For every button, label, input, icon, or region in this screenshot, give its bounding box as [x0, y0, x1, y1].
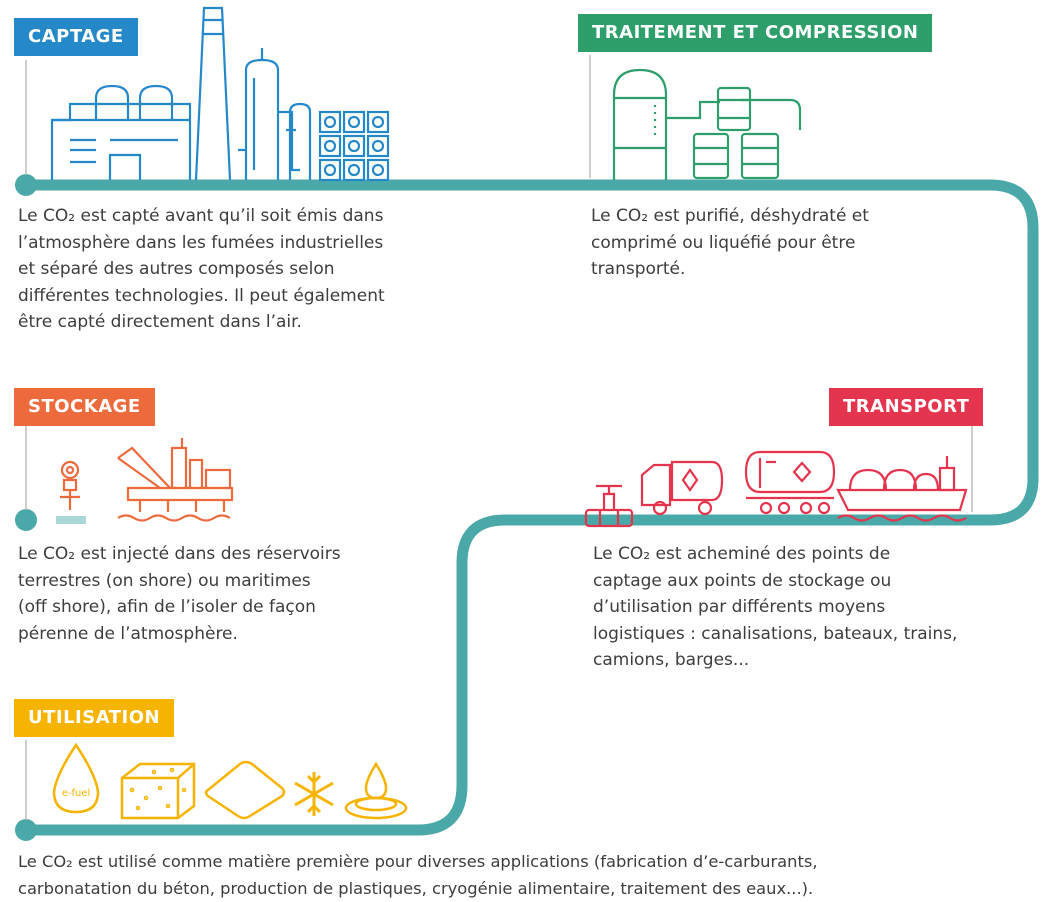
text-captage: Le CO₂ est capté avant qu’il soit émis d…: [18, 203, 385, 336]
utilisation-line: carbonatation du béton, production de pl…: [18, 876, 818, 902]
tag-utilisation: UTILISATION: [14, 699, 174, 737]
traitement-line: Le CO₂ est purifié, déshydraté et: [591, 203, 869, 230]
captage-line: être capté directement dans l’air.: [18, 309, 385, 336]
compression-plant-icon: [614, 70, 800, 180]
transport-line: d’utilisation par différents moyens: [593, 594, 957, 621]
tag-traitement: TRAITEMENT ET COMPRESSION: [578, 14, 932, 52]
transport-line: logistiques : canalisations, bateaux, tr…: [593, 621, 957, 648]
stockage-line: Le CO₂ est injecté dans des réservoirs: [18, 541, 341, 568]
dot-utilisation: [15, 819, 37, 841]
injection-well-icon: [60, 462, 80, 510]
ground-dots: [56, 516, 86, 524]
plastic-sheet-icon: [206, 762, 284, 818]
text-stockage: Le CO₂ est injecté dans des réservoirs t…: [18, 541, 341, 647]
traitement-line: transporté.: [591, 256, 869, 283]
stockage-line: (off shore), afin de l’isoler de façon: [18, 594, 341, 621]
offshore-platform-icon: [118, 438, 232, 521]
transport-line: camions, barges...: [593, 647, 957, 674]
text-traitement: Le CO₂ est purifié, déshydraté et compri…: [591, 203, 869, 283]
tag-stockage: STOCKAGE: [14, 388, 155, 426]
captage-line: différentes technologies. Il peut égalem…: [18, 283, 385, 310]
dot-stockage: [15, 509, 37, 531]
tag-transport: TRANSPORT: [829, 388, 983, 426]
e-fuel-label: e-fuel: [62, 788, 91, 799]
filter-grid-icon: [320, 112, 388, 180]
tanker-truck-icon: [642, 462, 722, 514]
transport-line: captage aux points de stockage ou: [593, 568, 957, 595]
stockage-line: pérenne de l’atmosphère.: [18, 621, 341, 648]
concrete-block-icon: [122, 764, 194, 818]
start-dot-captage: [15, 174, 37, 196]
utilisation-line: Le CO₂ est utilisé comme matière premièr…: [18, 849, 818, 876]
captage-line: et séparé des autres composés selon: [18, 256, 385, 283]
lng-ship-icon: [838, 456, 966, 521]
rail-tanker-icon: [746, 452, 834, 513]
stockage-line: terrestres (on shore) ou maritimes: [18, 568, 341, 595]
text-utilisation: Le CO₂ est utilisé comme matière premièr…: [18, 849, 818, 902]
tag-captage: CAPTAGE: [14, 18, 138, 56]
text-transport: Le CO₂ est acheminé des points de captag…: [593, 541, 957, 674]
e-fuel-drop-icon: [54, 745, 98, 812]
captage-line: Le CO₂ est capté avant qu’il soit émis d…: [18, 203, 385, 230]
water-drop-icon: [346, 764, 406, 818]
traitement-line: comprimé ou liquéfié pour être: [591, 230, 869, 257]
captage-line: l’atmosphère dans les fumées industriell…: [18, 230, 385, 257]
snowflake-icon: [295, 772, 333, 816]
transport-line: Le CO₂ est acheminé des points de: [593, 541, 957, 568]
